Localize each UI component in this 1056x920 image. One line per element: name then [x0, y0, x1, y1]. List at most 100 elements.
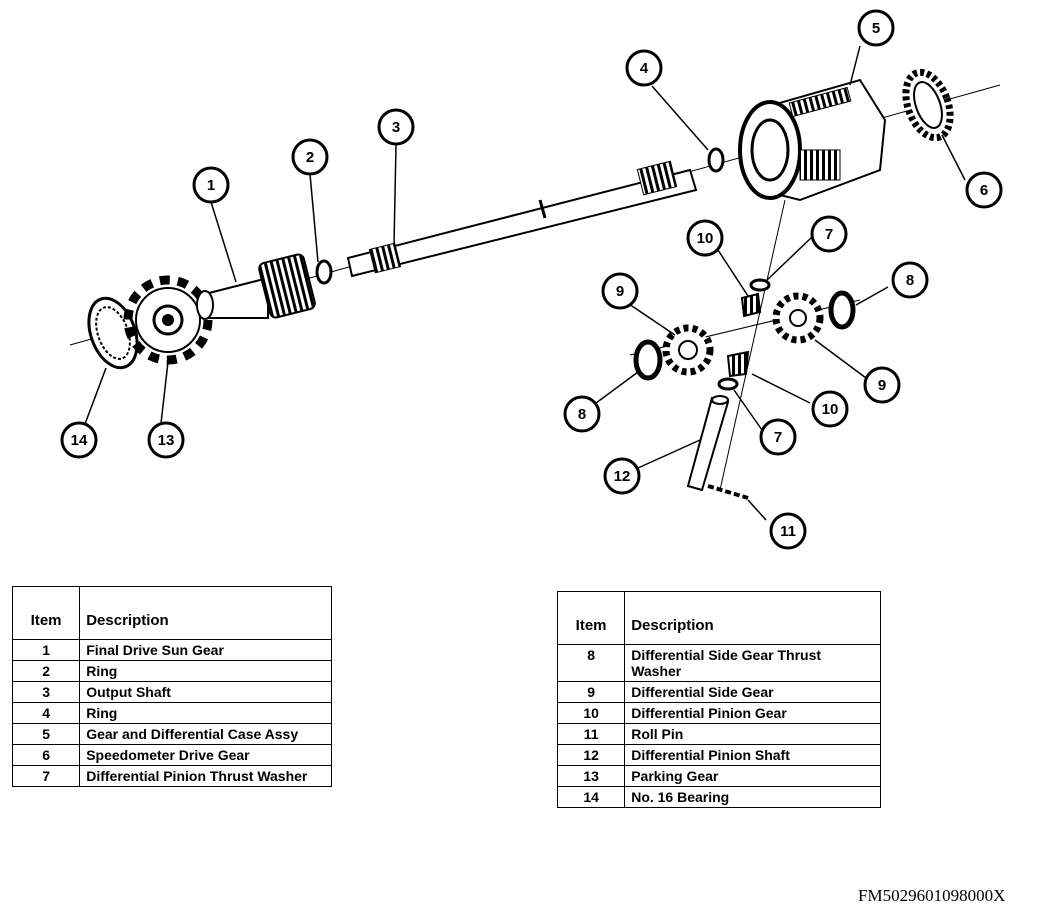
item-column-header: Item	[556, 591, 626, 645]
item-number: 7	[11, 765, 81, 787]
callout-8: 8	[891, 261, 929, 299]
item-number: 14	[556, 786, 626, 808]
svg-text:12: 12	[614, 468, 631, 485]
item-number: 2	[11, 660, 81, 682]
svg-text:9: 9	[616, 283, 624, 300]
svg-text:14: 14	[71, 432, 88, 449]
item-description: Differential Pinion Shaft	[624, 744, 881, 766]
item-description: Parking Gear	[624, 765, 881, 787]
pinion-washer-part	[749, 278, 771, 292]
ring-part-2	[707, 147, 725, 173]
callout-1: 1	[192, 166, 230, 204]
item-number: 1	[11, 639, 81, 661]
leader-lines	[81, 45, 966, 521]
svg-text:2: 2	[306, 149, 314, 166]
callout-2: 2	[291, 138, 329, 176]
description-column-header: Description	[624, 591, 881, 645]
svg-text:7: 7	[825, 226, 833, 243]
callout-6: 6	[965, 171, 1003, 209]
callout-5: 5	[857, 9, 895, 47]
item-number: 8	[556, 644, 626, 682]
pinion-axis-line	[719, 199, 786, 491]
svg-text:4: 4	[640, 60, 649, 77]
item-description: Gear and Differential Case Assy	[79, 723, 332, 745]
item-description: Differential Pinion Thrust Washer	[79, 765, 332, 787]
svg-text:10: 10	[822, 401, 839, 418]
callout-14: 14	[60, 421, 98, 459]
svg-text:8: 8	[578, 406, 586, 423]
item-number: 10	[556, 702, 626, 724]
svg-text:9: 9	[878, 377, 886, 394]
svg-text:5: 5	[872, 20, 880, 37]
item-description: Speedometer Drive Gear	[79, 744, 332, 766]
svg-text:3: 3	[392, 119, 400, 136]
item-description: Differential Side Gear	[624, 681, 881, 703]
callout-8b: 8	[563, 395, 601, 433]
svg-text:8: 8	[906, 272, 914, 289]
svg-text:11: 11	[780, 523, 796, 540]
item-number: 9	[556, 681, 626, 703]
table-header-row: Item Description	[11, 586, 332, 640]
callout-13: 13	[147, 421, 185, 459]
figure-code: FM5029601098000X	[858, 886, 1006, 905]
sun-gear-part	[196, 253, 316, 320]
exploded-view-diagram: 1 2 3 4 5 6 7 7 8 8 9 9 10 10 11 12 13 1…	[60, 9, 1003, 550]
output-shaft-part	[346, 160, 698, 278]
item-column-header: Item	[11, 586, 81, 640]
callout-10b: 10	[811, 390, 849, 428]
item-description: Roll Pin	[624, 723, 881, 745]
speedometer-gear-part	[902, 68, 954, 142]
item-description: Ring	[79, 702, 332, 724]
callout-7: 7	[810, 215, 848, 253]
callout-11: 11	[769, 512, 807, 550]
item-number: 6	[11, 744, 81, 766]
differential-case-part	[738, 78, 887, 202]
callout-9b: 9	[863, 366, 901, 404]
callout-7b: 7	[759, 418, 797, 456]
roll-pin-part	[707, 484, 749, 500]
item-number: 5	[11, 723, 81, 745]
callout-3: 3	[377, 108, 415, 146]
item-number: 11	[556, 723, 626, 745]
item-description: Differential Side Gear Thrust Washer	[624, 644, 881, 682]
thrust-washer-part	[633, 339, 663, 381]
pinion-gear-part-2	[726, 350, 750, 378]
svg-text:1: 1	[207, 177, 215, 194]
side-gear-part-2	[772, 292, 824, 344]
svg-text:6: 6	[980, 182, 988, 199]
svg-text:10: 10	[697, 230, 714, 247]
ring-part	[315, 259, 333, 285]
description-column-header: Description	[79, 586, 332, 640]
side-gear-part	[662, 324, 714, 376]
item-description: Final Drive Sun Gear	[79, 639, 332, 661]
item-number: 13	[556, 765, 626, 787]
thrust-washer-part-2	[828, 290, 856, 330]
callout-10: 10	[686, 219, 724, 257]
callout-12: 12	[603, 457, 641, 495]
callout-9: 9	[601, 272, 639, 310]
item-description: No. 16 Bearing	[624, 786, 881, 808]
item-number: 4	[11, 702, 81, 724]
item-description: Differential Pinion Gear	[624, 702, 881, 724]
pinion-gear-part	[740, 292, 762, 318]
svg-text:13: 13	[158, 432, 175, 449]
item-number: 12	[556, 744, 626, 766]
callout-4: 4	[625, 49, 663, 87]
svg-text:7: 7	[774, 429, 782, 446]
